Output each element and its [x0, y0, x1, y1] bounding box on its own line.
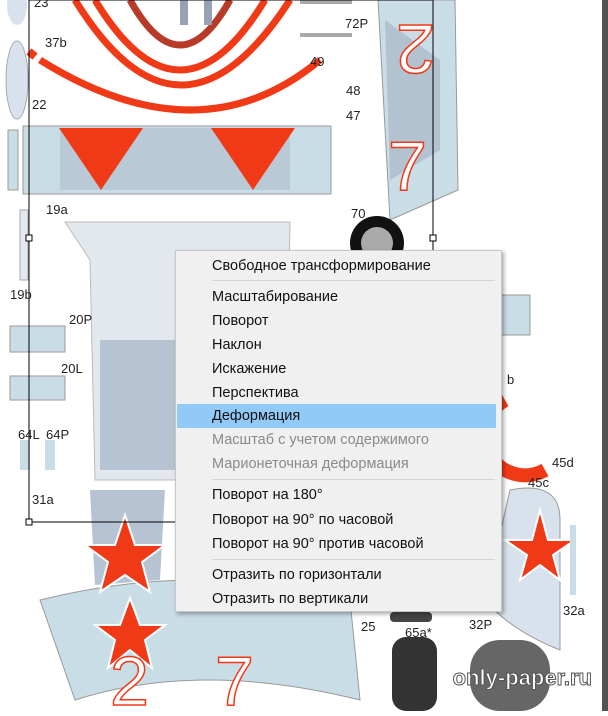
menu-item-rotate[interactable]: Поворот — [212, 313, 269, 329]
part-label: 20P — [69, 312, 93, 327]
menu-item-scale[interactable]: Масштабирование — [212, 289, 339, 305]
svg-text:7: 7 — [215, 642, 254, 711]
part-label: 48 — [346, 83, 361, 98]
menu-item-perspective[interactable]: Перспектива — [212, 385, 299, 401]
menu-separator — [212, 479, 495, 480]
part-label: 23 — [34, 0, 49, 10]
part-label: 45c — [528, 475, 549, 490]
part-label: 25 — [361, 619, 376, 634]
part-label: 37b — [45, 35, 67, 50]
menu-item-free-transform[interactable]: Свободное трансформирование — [212, 258, 431, 274]
part-label: 65a* — [405, 625, 432, 640]
menu-item-rotate-180[interactable]: Поворот на 180° — [212, 487, 323, 503]
part-label: 22 — [32, 97, 47, 112]
menu-item-distort[interactable]: Искажение — [212, 361, 287, 377]
watermark: only-paper.ru — [452, 665, 592, 691]
svg-text:2: 2 — [396, 10, 435, 88]
menu-item-puppet-warp: Марионеточная деформация — [212, 456, 409, 472]
svg-text:7: 7 — [388, 127, 427, 205]
svg-text:2: 2 — [110, 642, 149, 711]
part-label: 49 — [310, 54, 325, 69]
part-label: 64P — [46, 427, 70, 442]
part-label: 19a — [46, 202, 68, 217]
part-label: 70 — [351, 206, 366, 221]
part-label: 47 — [346, 108, 361, 123]
part-label: 72P — [345, 16, 369, 31]
part-label: 32P — [469, 617, 493, 632]
part-label: 20L — [61, 361, 83, 376]
transform-context-menu: Свободное трансформирование Масштабирова… — [175, 250, 502, 612]
menu-item-rotate-90-ccw[interactable]: Поворот на 90° против часовой — [212, 536, 424, 552]
menu-item-flip-vertical[interactable]: Отразить по вертикали — [212, 591, 369, 607]
part-label: b — [507, 372, 515, 387]
part-label: 32a — [563, 603, 585, 618]
menu-item-rotate-90-cw[interactable]: Поворот на 90° по часовой — [212, 512, 394, 528]
part-label: 19b — [10, 287, 32, 302]
part-label: 31a — [32, 492, 54, 507]
part-label: 45d — [552, 455, 574, 470]
menu-item-flip-horizontal[interactable]: Отразить по горизонтали — [212, 567, 382, 583]
scrollbar-edge — [602, 0, 608, 711]
menu-item-skew[interactable]: Наклон — [212, 337, 262, 353]
menu-item-content-aware-scale: Масштаб с учетом содержимого — [212, 432, 429, 448]
menu-item-warp[interactable]: Деформация — [177, 404, 496, 428]
part-label: 64L — [18, 427, 40, 442]
menu-separator — [212, 280, 495, 281]
menu-separator — [212, 559, 495, 560]
